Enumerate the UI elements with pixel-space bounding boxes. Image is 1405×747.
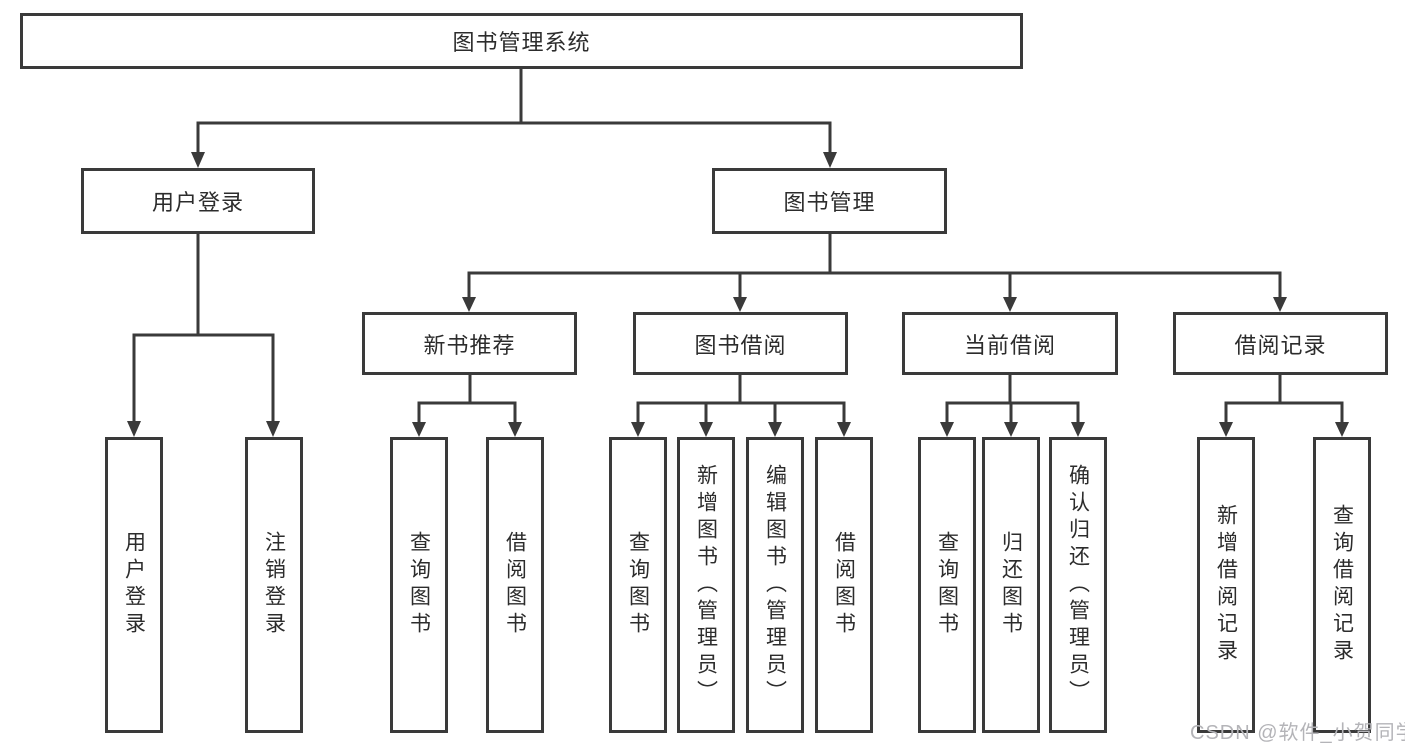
node-book-management-label: 图书管理: [783, 190, 876, 215]
leaf-confirm-return-admin-label: 确认归还（管理员）: [1066, 463, 1090, 707]
leaf-record-query: 查询借阅记录: [1313, 437, 1371, 733]
node-current-borrow-label: 当前借阅: [963, 332, 1056, 358]
leaf-newbook-query: 查询图书: [390, 437, 448, 733]
leaf-newbook-borrow: 借阅图书: [486, 437, 544, 733]
node-borrow-records-label: 借阅记录: [1234, 332, 1327, 358]
csdn-watermark: CSDN @软件_小贺同学: [1190, 722, 1405, 744]
leaf-record-add: 新增借阅记录: [1197, 437, 1255, 733]
leaf-newbook-borrow-label: 借阅图书: [503, 531, 527, 639]
leaf-record-query-label: 查询借阅记录: [1330, 504, 1354, 666]
leaf-newbook-query-label: 查询图书: [407, 531, 431, 639]
node-current-borrow: 当前借阅: [902, 312, 1118, 375]
leaf-borrow-add-admin-label: 新增图书（管理员）: [694, 463, 718, 707]
leaf-confirm-return-admin: 确认归还（管理员）: [1049, 437, 1107, 733]
leaf-return-book-label: 归还图书: [999, 531, 1023, 639]
leaf-current-query-label: 查询图书: [935, 531, 959, 639]
node-book-borrow-label: 图书借阅: [694, 332, 787, 358]
leaf-borrow-query-label: 查询图书: [626, 531, 650, 639]
leaf-logout: 注销登录: [245, 437, 303, 733]
leaf-borrow-query: 查询图书: [609, 437, 667, 733]
node-new-book-recommend-label: 新书推荐: [423, 332, 516, 358]
leaf-borrow-edit-admin: 编辑图书（管理员）: [746, 437, 804, 733]
leaf-borrow-book-label: 借阅图书: [832, 531, 856, 639]
leaf-current-query: 查询图书: [918, 437, 976, 733]
node-borrow-records: 借阅记录: [1173, 312, 1388, 375]
leaf-logout-label: 注销登录: [262, 531, 286, 639]
node-new-book-recommend: 新书推荐: [362, 312, 577, 375]
node-root-label: 图书管理系统: [452, 30, 591, 55]
node-user-login-label: 用户登录: [151, 190, 244, 215]
leaf-user-login: 用户登录: [105, 437, 163, 733]
node-user-login: 用户登录: [81, 168, 315, 234]
leaf-borrow-book: 借阅图书: [815, 437, 873, 733]
node-book-management: 图书管理: [712, 168, 947, 234]
leaf-borrow-add-admin: 新增图书（管理员）: [677, 437, 735, 733]
leaf-return-book: 归还图书: [982, 437, 1040, 733]
node-book-borrow: 图书借阅: [633, 312, 848, 375]
leaf-record-add-label: 新增借阅记录: [1214, 504, 1238, 666]
node-root-system: 图书管理系统: [20, 13, 1023, 69]
leaf-borrow-edit-admin-label: 编辑图书（管理员）: [763, 463, 787, 707]
leaf-user-login-label: 用户登录: [122, 531, 146, 639]
